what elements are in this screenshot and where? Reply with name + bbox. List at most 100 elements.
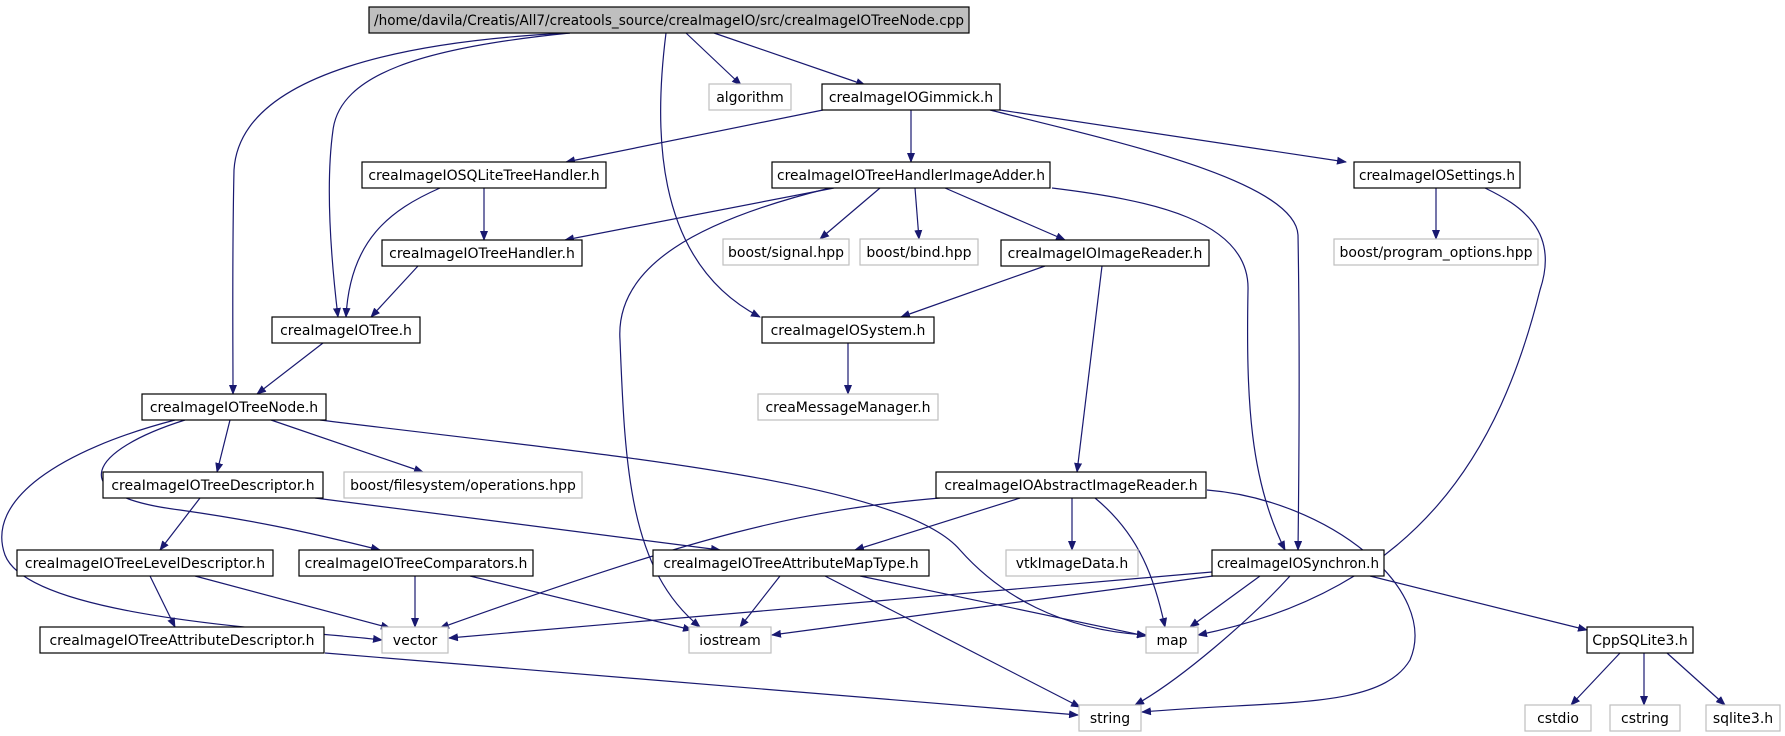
- edge-level_descriptor-to-vector: [194, 575, 391, 630]
- node-box: [1211, 549, 1385, 577]
- node-label: creaImageIOSynchron.h: [1217, 556, 1379, 572]
- node-tree-descriptor[interactable]: creaImageIOTreeDescriptor.h: [102, 471, 324, 499]
- edge-attr_map-to-map: [859, 575, 1147, 639]
- node-cppsqlite[interactable]: CppSQLite3.h: [1586, 626, 1694, 654]
- node-label: creaImageIOSystem.h: [771, 323, 926, 339]
- node-iostream: iostream: [688, 626, 772, 654]
- edge-adder-to-bind: [914, 187, 923, 240]
- edge-root-to-gimmick: [713, 32, 866, 86]
- node-string: string: [1078, 704, 1142, 732]
- edge-adder-to-synchron: [1051, 187, 1286, 551]
- node-program-options: boost/program_options.hpp: [1333, 238, 1539, 266]
- node-label: creaImageIOTreeAttributeMapType.h: [663, 556, 918, 572]
- node-label: boost/filesystem/operations.hpp: [350, 478, 576, 494]
- node-label: vector: [393, 633, 438, 649]
- edge-comparators-to-iostream: [469, 575, 693, 632]
- node-box: [652, 549, 930, 577]
- node-box: [708, 83, 792, 111]
- edge-cppsqlite-to-sqlite3: [1666, 652, 1726, 706]
- node-label: creaImageIOTreeAttributeDescriptor.h: [49, 633, 314, 649]
- node-image-reader[interactable]: creaImageIOImageReader.h: [1000, 239, 1210, 267]
- node-box: [298, 549, 534, 577]
- node-box: [722, 238, 850, 266]
- node-label: creaImageIOImageReader.h: [1008, 246, 1203, 262]
- node-settings[interactable]: creaImageIOSettings.h: [1353, 161, 1521, 189]
- node-root: /home/davila/Creatis/All7/creatools_sour…: [368, 6, 970, 34]
- edge-tree_descriptor-to-level_descriptor: [159, 497, 201, 551]
- edge-root-to-system: [659, 32, 761, 318]
- edge-synchron-to-map: [1189, 575, 1261, 628]
- node-signal: boost/signal.hpp: [722, 238, 850, 266]
- node-attr-map[interactable]: creaImageIOTreeAttributeMapType.h: [652, 549, 930, 577]
- edge-attr_descriptor-to-string: [324, 652, 1079, 719]
- node-label: boost/program_options.hpp: [1340, 245, 1533, 261]
- node-cstring: cstring: [1609, 704, 1681, 732]
- node-message-manager: creaMessageManager.h: [757, 393, 939, 421]
- edge-image_reader-to-system: [900, 265, 1046, 318]
- node-box: [102, 471, 324, 499]
- node-comparators[interactable]: creaImageIOTreeComparators.h: [298, 549, 534, 577]
- node-attr-descriptor[interactable]: creaImageIOTreeAttributeDescriptor.h: [39, 626, 325, 654]
- node-label: creaImageIOSettings.h: [1359, 168, 1515, 184]
- node-box: [271, 316, 421, 344]
- node-system[interactable]: creaImageIOSystem.h: [761, 316, 935, 344]
- node-box: [368, 6, 970, 34]
- node-box: [1000, 239, 1210, 267]
- edge-attr_map-to-string: [824, 575, 1081, 708]
- node-label: creaImageIOTreeDescriptor.h: [111, 478, 314, 494]
- edge-cppsqlite-to-cstdio: [1570, 652, 1621, 706]
- edge-tree_descriptor-to-attr_map: [314, 497, 721, 553]
- edge-adder-to-signal: [819, 187, 881, 240]
- node-label: boost/bind.hpp: [866, 245, 971, 261]
- edge-adder-to-image_reader: [944, 187, 1066, 241]
- node-label: vtkImageData.h: [1016, 556, 1128, 572]
- node-label: creaImageIOTree.h: [280, 323, 412, 339]
- node-tree-handler[interactable]: creaImageIOTreeHandler.h: [381, 239, 583, 267]
- edge-gimmick-to-sqlite_handler: [565, 109, 824, 165]
- edge-image_reader-to-abstract_reader: [1074, 265, 1103, 473]
- node-label: creaImageIOTreeHandler.h: [389, 246, 575, 262]
- edge-root-to-algorithm: [685, 32, 742, 86]
- node-box: [1353, 161, 1521, 189]
- node-label: algorithm: [716, 90, 784, 106]
- node-cstdio: cstdio: [1524, 704, 1592, 732]
- edge-tree_node-to-vector: [1, 419, 383, 643]
- node-sqlite-handler[interactable]: creaImageIOSQLiteTreeHandler.h: [361, 161, 607, 189]
- node-box: [381, 626, 449, 654]
- node-label: sqlite3.h: [1713, 711, 1773, 727]
- node-box: [381, 239, 583, 267]
- node-box: [1586, 626, 1694, 654]
- node-box: [361, 161, 607, 189]
- edge-synchron-to-vector: [448, 571, 1213, 642]
- edge-abstract_reader-to-string: [1141, 489, 1416, 716]
- edge-adder-to-iostream: [619, 187, 831, 628]
- node-vector: vector: [381, 626, 449, 654]
- node-box: [771, 161, 1051, 189]
- node-tree[interactable]: creaImageIOTree.h: [271, 316, 421, 344]
- node-label: creaImageIOTreeLevelDescriptor.h: [25, 556, 265, 572]
- node-level-descriptor[interactable]: creaImageIOTreeLevelDescriptor.h: [16, 549, 274, 577]
- node-adder[interactable]: creaImageIOTreeHandlerImageAdder.h: [771, 161, 1051, 189]
- edge-root-to-tree: [328, 32, 571, 318]
- node-abstract-reader[interactable]: creaImageIOAbstractImageReader.h: [935, 471, 1207, 499]
- node-tree-node[interactable]: creaImageIOTreeNode.h: [141, 393, 327, 421]
- edges-layer: [1, 32, 1726, 719]
- edge-gimmick-to-settings: [999, 109, 1347, 165]
- node-map: map: [1145, 626, 1199, 654]
- node-box: [761, 316, 935, 344]
- edge-sqlite_handler-to-tree: [342, 187, 441, 318]
- node-synchron[interactable]: creaImageIOSynchron.h: [1211, 549, 1385, 577]
- edge-tree_handler-to-tree: [370, 265, 419, 318]
- node-label: creaMessageManager.h: [765, 400, 930, 416]
- edge-attr_map-to-iostream: [739, 575, 781, 628]
- node-sqlite3: sqlite3.h: [1705, 704, 1781, 732]
- edge-adder-to-tree_handler: [564, 187, 835, 243]
- node-gimmick[interactable]: creaImageIOGimmick.h: [821, 83, 1001, 111]
- node-label: boost/signal.hpp: [728, 245, 844, 261]
- node-box: [859, 238, 979, 266]
- nodes-layer: /home/davila/Creatis/All7/creatools_sour…: [16, 6, 1781, 732]
- node-box: [1705, 704, 1781, 732]
- node-label: creaImageIOSQLiteTreeHandler.h: [368, 168, 599, 184]
- node-box: [1524, 704, 1592, 732]
